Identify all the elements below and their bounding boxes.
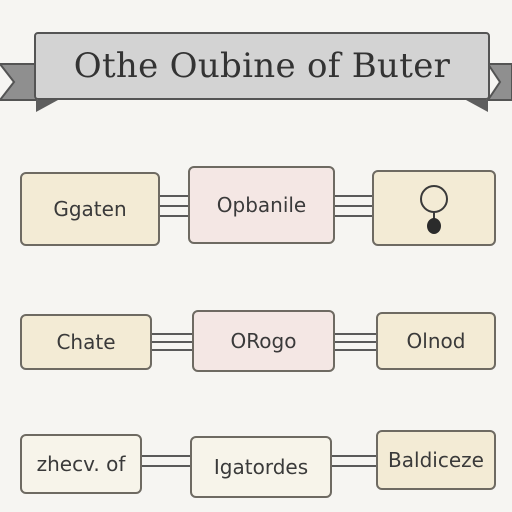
- node-row2-center: ORogo: [192, 310, 335, 372]
- node-row2-right: Olnod: [376, 312, 496, 370]
- connector-row3-a: [142, 455, 190, 467]
- lightbulb-icon: [420, 185, 448, 234]
- node-row1-right: [372, 170, 496, 246]
- page-title: Othe Oubine of Buter: [73, 46, 451, 86]
- node-label: ORogo: [230, 329, 297, 353]
- banner-ribbon-left: [0, 63, 37, 101]
- node-label: zhecv. of: [36, 452, 126, 476]
- node-label: Ggaten: [53, 197, 127, 221]
- node-row3-right: Baldiceze: [376, 430, 496, 490]
- node-label: Olnod: [406, 329, 466, 353]
- connector-row2-a: [152, 333, 192, 351]
- banner-ribbon-right: [486, 63, 512, 101]
- connector-row3-b: [332, 455, 376, 467]
- node-label: Baldiceze: [388, 448, 484, 472]
- connector-row1-b: [335, 195, 372, 217]
- node-row1-center: Opbanile: [188, 166, 335, 244]
- node-row1-left: Ggaten: [20, 172, 160, 246]
- node-row3-left: zhecv. of: [20, 434, 142, 494]
- node-row3-center: Igatordes: [190, 436, 332, 498]
- banner-fold-left: [36, 100, 58, 112]
- node-label: Chate: [56, 330, 116, 354]
- node-row2-left: Chate: [20, 314, 152, 370]
- banner-fold-right: [466, 100, 488, 112]
- title-banner: Othe Oubine of Buter: [34, 32, 490, 100]
- node-label: Igatordes: [213, 455, 309, 479]
- connector-row2-b: [335, 333, 376, 351]
- node-label: Opbanile: [216, 193, 307, 217]
- connector-row1-a: [160, 195, 188, 217]
